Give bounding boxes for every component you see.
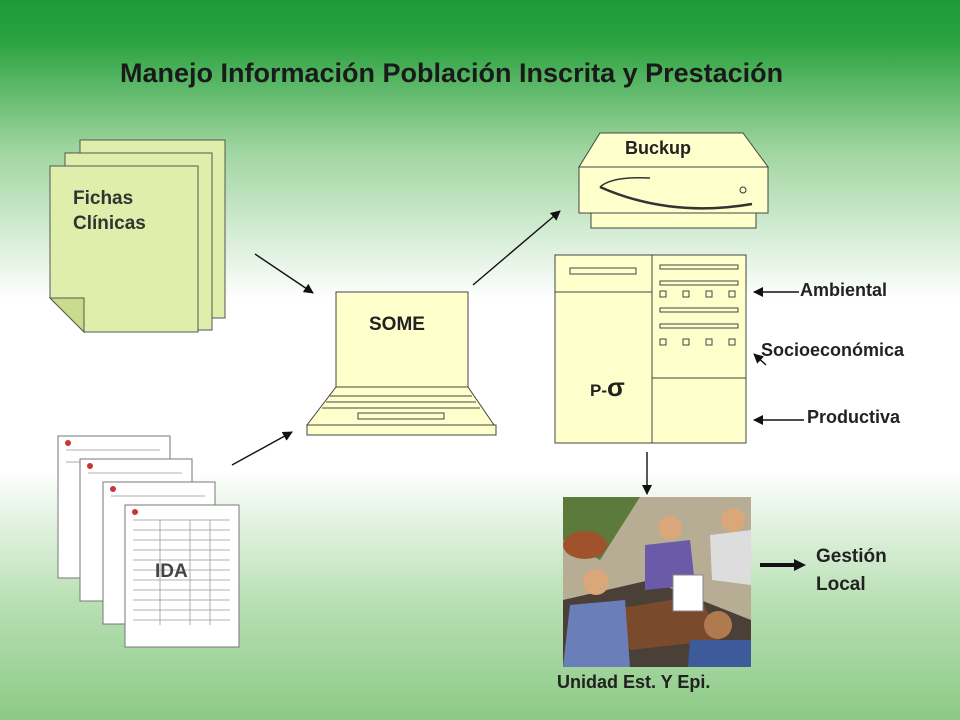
connector-arrows xyxy=(231,210,804,495)
server-cabinet-icon xyxy=(554,254,747,444)
some-label: SOME xyxy=(369,314,425,335)
server-label: P-σ xyxy=(590,372,625,402)
input-ambiental: Ambiental xyxy=(800,280,888,300)
arrow-fichas-to-some xyxy=(254,253,314,294)
arrow-ida-to-some xyxy=(231,431,293,466)
buckup-label: Buckup xyxy=(625,138,692,158)
input-socioeconomica: Socioeconómica xyxy=(761,340,905,360)
backup-drive-icon xyxy=(578,132,769,229)
fichas-clinicas-icon xyxy=(48,139,226,334)
arrow-some-to-buckup xyxy=(472,210,561,286)
sigma-symbol: σ xyxy=(607,372,625,402)
arrow-socioeconomica-to-server xyxy=(753,353,767,366)
arrow-unit-to-gestion xyxy=(760,559,806,571)
page-title: Manejo Información Población Inscrita y … xyxy=(120,58,784,88)
ida-label: IDA xyxy=(155,561,188,582)
ida-forms-icon xyxy=(57,435,240,648)
laptop-icon xyxy=(305,291,497,436)
unit-label: Unidad Est. Y Epi. xyxy=(557,672,711,692)
input-productiva: Productiva xyxy=(807,407,901,427)
meeting-illustration xyxy=(563,497,751,667)
